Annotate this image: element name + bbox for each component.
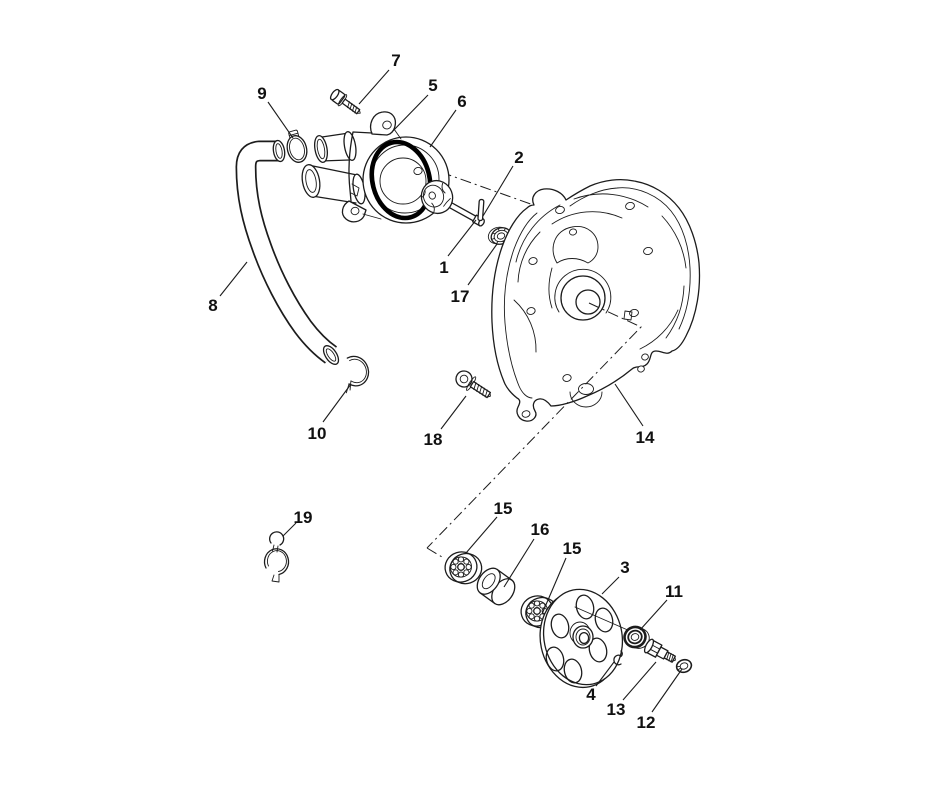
part-label-13: 13: [607, 700, 626, 719]
part-18-bolt: [455, 370, 492, 399]
part-label-11: 11: [665, 582, 683, 601]
part-label-1: 1: [439, 258, 448, 277]
part-11-bearing-washer: [623, 625, 650, 649]
part-label-12: 12: [637, 713, 656, 732]
part-12-spring-washer: [675, 658, 693, 674]
part-labels: 7 9 5 6 2 1 17 8 10 18 14 19 15 16 15 3 …: [208, 51, 683, 732]
part-14-crankcase-cover: [491, 179, 701, 422]
part-label-4: 4: [586, 685, 596, 704]
part-label-14: 14: [636, 428, 655, 447]
part-label-5: 5: [428, 76, 437, 95]
part-label-10: 10: [308, 424, 327, 443]
cover-bolt-holes: [521, 201, 653, 418]
part-8-coolant-hose: [235, 139, 340, 365]
part-label-18: 18: [424, 430, 443, 449]
part-4-clip: [613, 650, 623, 666]
part-label-2: 2: [514, 148, 523, 167]
part-label-6: 6: [457, 92, 466, 111]
leader-lines: [219, 69, 683, 713]
part-label-19: 19: [294, 508, 313, 527]
part-label-7: 7: [391, 51, 400, 70]
part-label-9: 9: [257, 84, 266, 103]
part-13-bolt: [643, 638, 676, 663]
part-6-o-ring: [369, 139, 433, 221]
part-7-screw: [329, 88, 361, 115]
part-16-spacer: [476, 567, 516, 606]
part-label-3: 3: [620, 558, 629, 577]
part-3-driven-plate: [539, 588, 631, 689]
part-label-16: 16: [531, 520, 550, 539]
part-9-hose-clamp: [286, 129, 308, 163]
part-10-hose-clamp: [345, 355, 370, 394]
part-19-clip: [263, 531, 290, 583]
part-label-15a: 15: [494, 499, 513, 518]
part-label-15b: 15: [563, 539, 582, 558]
part-2-pin: [477, 198, 485, 222]
part-label-8: 8: [208, 296, 217, 315]
part-label-17: 17: [451, 287, 470, 306]
assembly-centerline: [426, 302, 642, 558]
